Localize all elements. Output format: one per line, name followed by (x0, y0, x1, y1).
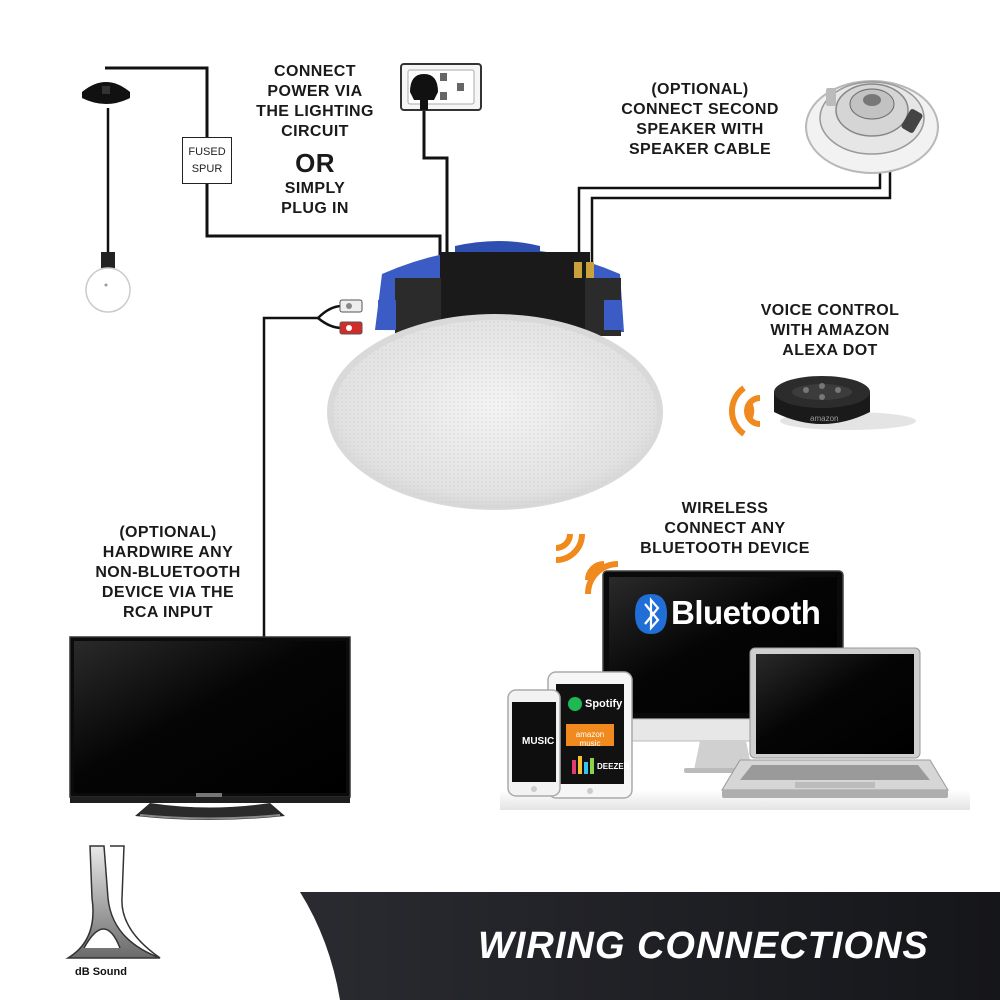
bluetooth-wordmark: Bluetooth (671, 594, 821, 631)
deezer-label: DEEZER (597, 762, 630, 771)
echo-brand-label: amazon (810, 414, 839, 423)
power-line: THE LIGHTING (256, 103, 374, 120)
second-speaker-line: SPEAKER CABLE (628, 141, 772, 158)
voice-line: VOICE CONTROL (760, 302, 900, 319)
fused-spur-line: FUSED (188, 146, 226, 158)
voice-line: ALEXA DOT (782, 342, 878, 359)
main-ceiling-speaker (327, 241, 663, 510)
or-label: OR (295, 148, 335, 178)
wireless-signal-icons (555, 385, 761, 595)
plug-line: PLUG IN (281, 200, 349, 217)
amazon-music-label: amazon music (575, 730, 605, 748)
wall-socket (400, 63, 482, 111)
second-speaker-line: SPEAKER WITH (636, 121, 764, 138)
second-speaker (805, 80, 939, 174)
footer-banner (300, 892, 1000, 1000)
power-label: CONNECT POWER VIA THE LIGHTING CIRCUIT (250, 62, 380, 142)
plug-label: SIMPLY PLUG IN (255, 179, 375, 219)
power-line: POWER VIA (267, 83, 363, 100)
apple-music-label: MUSIC (522, 736, 555, 747)
banner-title: WIRING CONNECTIONS (478, 925, 929, 967)
wireless-line: CONNECT ANY (664, 520, 786, 537)
ceiling-light (82, 82, 131, 313)
laptop (721, 647, 949, 798)
wireless-line: BLUETOOTH DEVICE (640, 540, 810, 557)
fused-spur-box: FUSED SPUR (182, 137, 232, 184)
voice-line: WITH AMAZON (770, 322, 890, 339)
wires (105, 66, 892, 638)
hardwire-label: (OPTIONAL) HARDWIRE ANY NON-BLUETOOTH DE… (78, 523, 258, 623)
wireless-line: WIRELESS (681, 500, 769, 517)
hardwire-line: (OPTIONAL) (119, 524, 217, 541)
television (69, 636, 351, 820)
rca-plugs (317, 299, 363, 335)
fused-spur-line: SPUR (191, 163, 223, 175)
hardwire-line: RCA INPUT (122, 604, 214, 621)
power-line: CIRCUIT (281, 123, 349, 140)
wireless-label: WIRELESS CONNECT ANY BLUETOOTH DEVICE (620, 499, 830, 559)
hardwire-line: HARDWIRE ANY (102, 544, 234, 561)
second-speaker-line: (OPTIONAL) (651, 81, 749, 98)
power-line: CONNECT (274, 63, 356, 80)
plug-line: SIMPLY (284, 180, 346, 197)
second-speaker-label: (OPTIONAL) CONNECT SECOND SPEAKER WITH S… (600, 80, 800, 160)
tablet (547, 671, 633, 799)
phone (507, 689, 561, 797)
alexa-dot (774, 376, 916, 430)
logo-text: dB Sound (75, 966, 127, 978)
spotify-label: Spotify (585, 698, 623, 710)
hardwire-line: NON-BLUETOOTH (95, 564, 241, 581)
voice-control-label: VOICE CONTROL WITH AMAZON ALEXA DOT (725, 301, 935, 361)
db-sound-logo (65, 845, 161, 959)
second-speaker-line: CONNECT SECOND (621, 101, 779, 118)
bluetooth-icon (635, 594, 667, 634)
hardwire-line: DEVICE VIA THE (101, 584, 235, 601)
